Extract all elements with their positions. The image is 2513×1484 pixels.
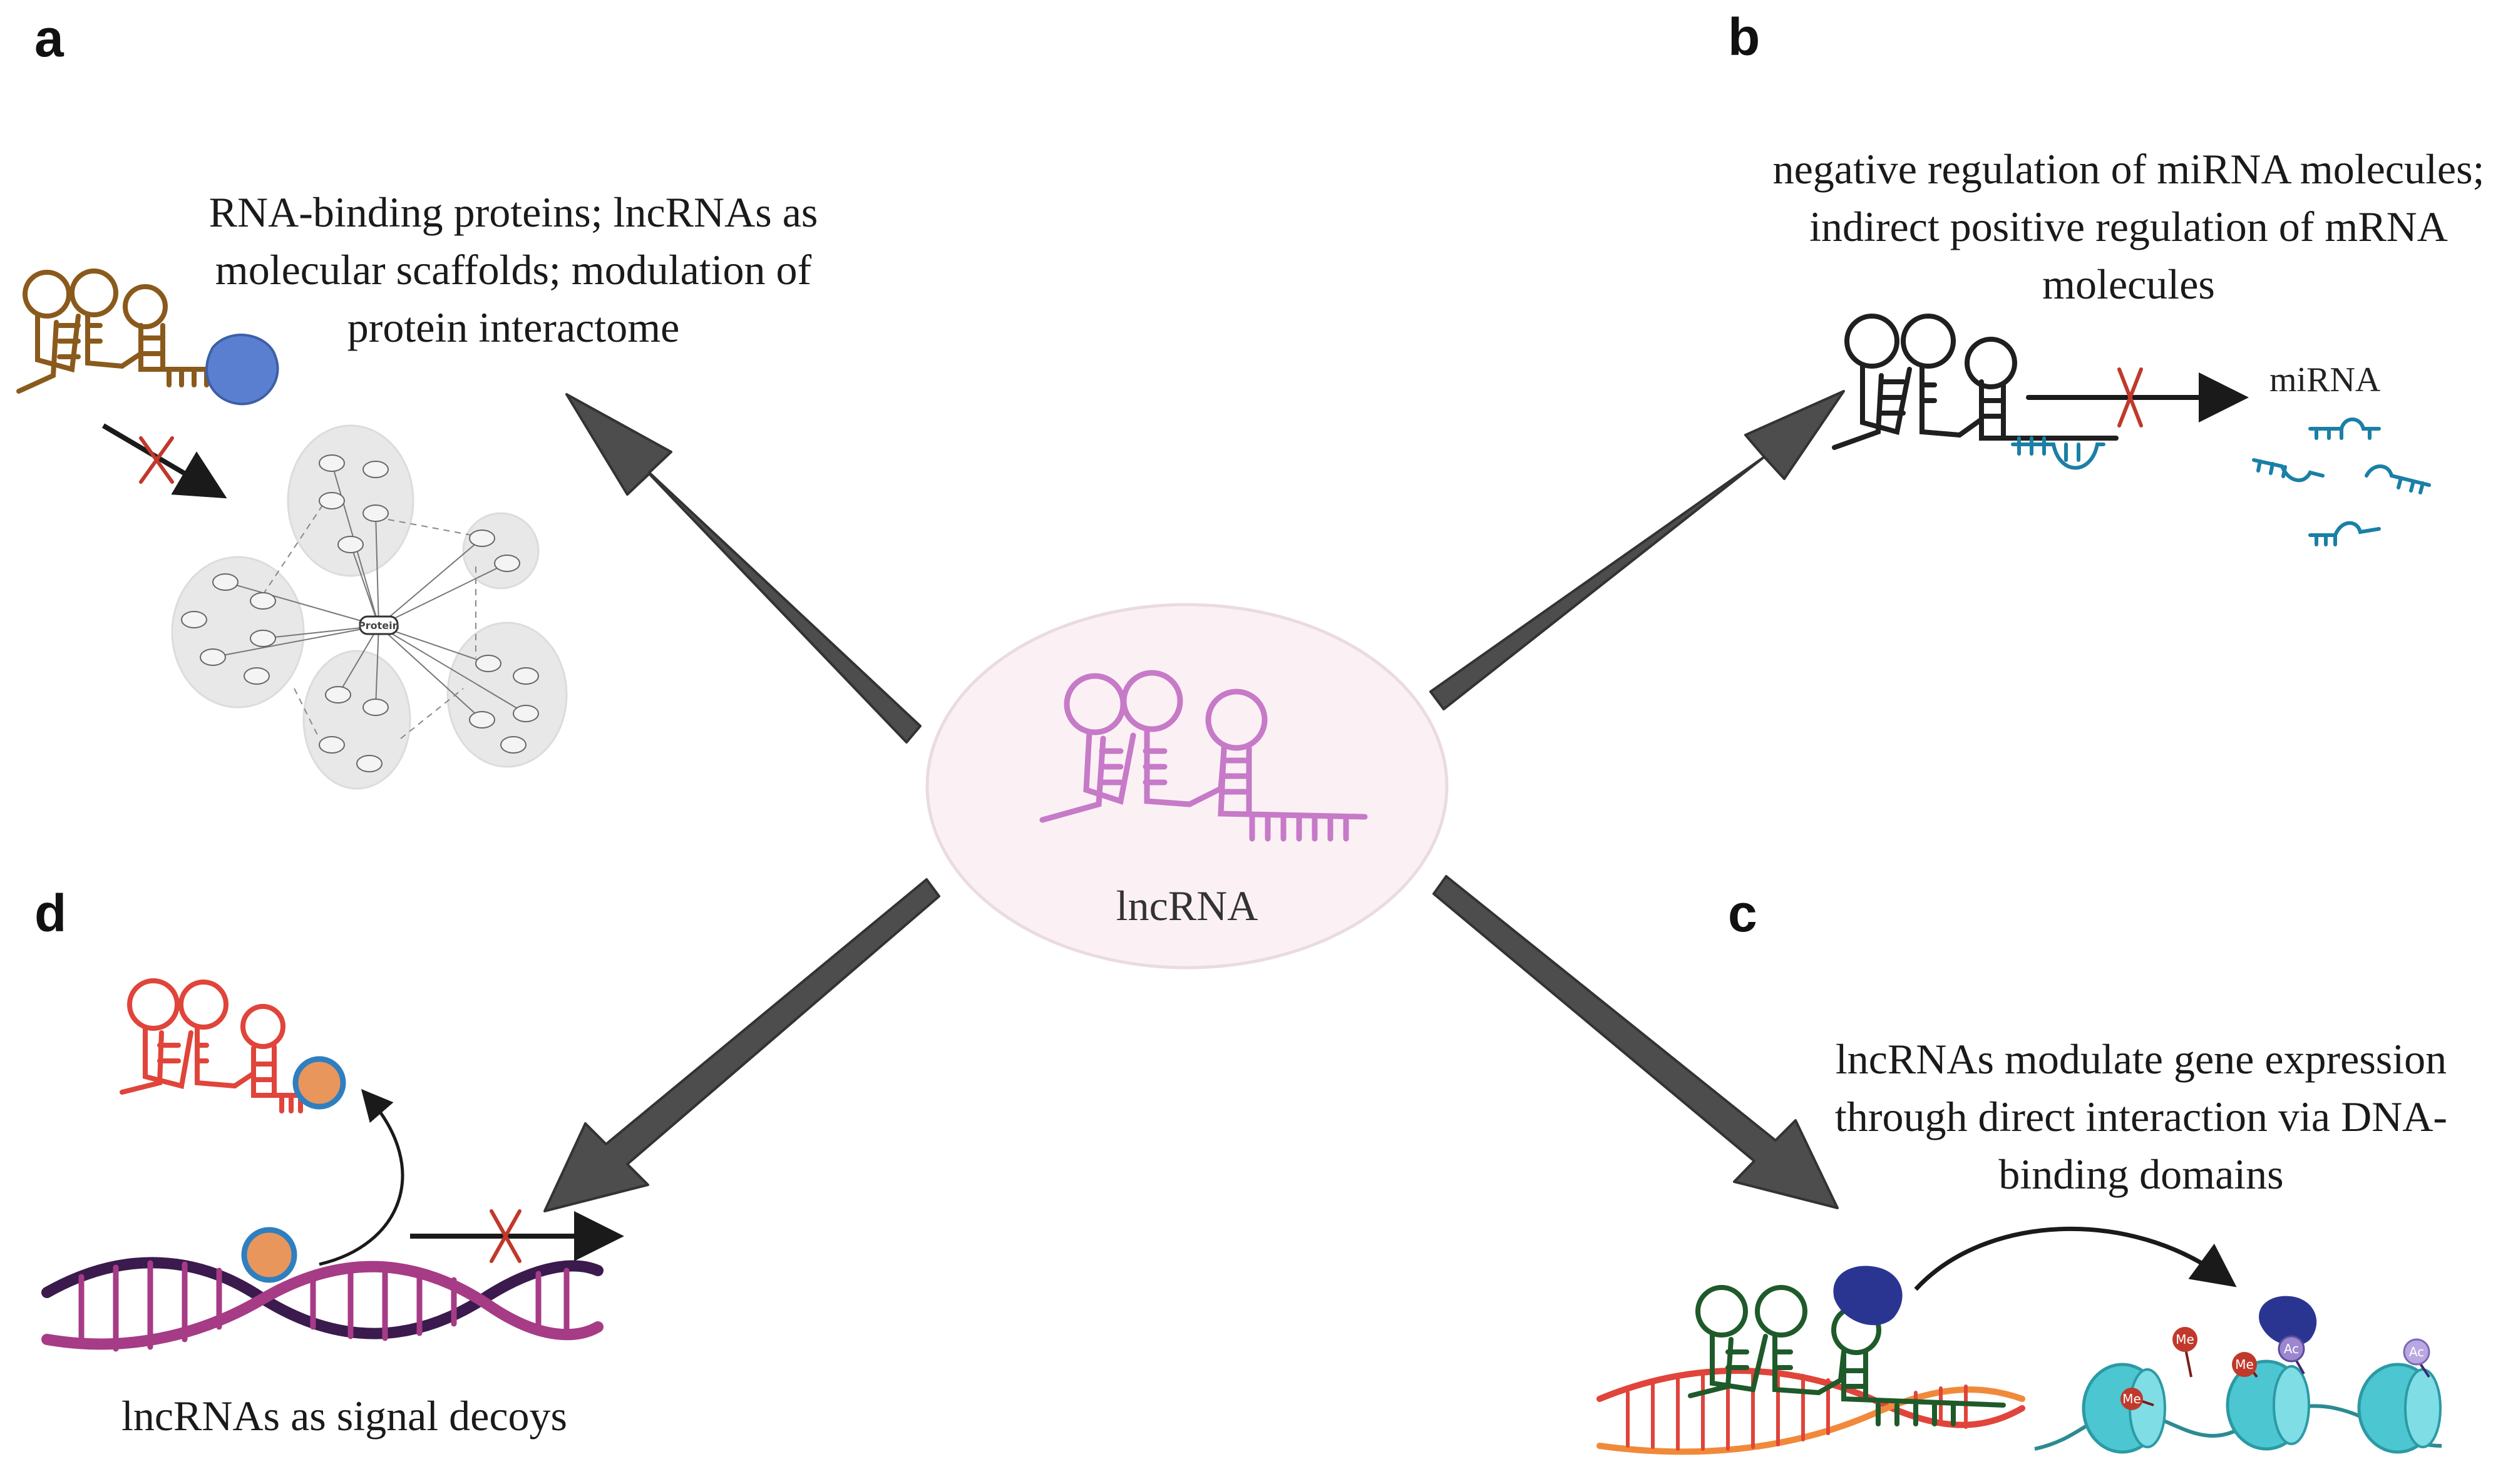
nucleosome-3 — [2357, 1363, 2442, 1454]
protein-blob-icon — [205, 334, 279, 406]
panel-b: b negative regulation of miRNA molecules… — [1728, 8, 2485, 546]
inhibit-x-d-icon — [490, 1209, 522, 1263]
bound-mirna — [2011, 436, 2105, 470]
panel-d-inhibited-arrow — [410, 1209, 624, 1263]
caption-a-line1: RNA-binding proteins; lncRNAs as — [209, 188, 818, 236]
caption-b-line1: negative regulation of miRNA molecules; — [1773, 145, 2485, 193]
panel-d-release-arrow — [319, 1088, 404, 1266]
inhibit-x-icon — [139, 436, 174, 484]
center-ellipse — [925, 603, 1449, 970]
panel-d-lncrna-icon — [120, 978, 303, 1113]
svg-text:Me: Me — [2176, 1332, 2194, 1347]
free-mirnas — [2252, 417, 2431, 546]
panel-d-dna — [41, 1257, 604, 1352]
arrow-to-c — [1432, 875, 1839, 1209]
blue-protein-target-icon — [2259, 1296, 2317, 1346]
svg-text:Ac: Ac — [2409, 1344, 2424, 1359]
caption-c-line1: lncRNAs modulate gene expression — [1836, 1035, 2447, 1083]
panel-letter-a: a — [34, 9, 64, 68]
chromatin: Me Me Me Ac Ac — [2034, 1296, 2442, 1454]
nucleosome-2 — [2226, 1359, 2310, 1451]
caption-c-line3: binding domains — [1998, 1150, 2283, 1198]
decoy-ball-on-dna — [241, 1227, 297, 1283]
caption-d: lncRNAs as signal decoys — [121, 1392, 567, 1440]
arrow-to-d — [543, 878, 940, 1212]
caption-b-line3: molecules — [2042, 260, 2215, 308]
panel-letter-b: b — [1728, 8, 1760, 66]
big-arrows — [543, 390, 1845, 1212]
protein-network: Protein — [171, 424, 568, 790]
center-lncrna: lncRNA — [925, 603, 1449, 970]
panel-letter-d: d — [34, 884, 66, 943]
panel-a-inhibited-arrow — [101, 423, 227, 499]
nucleosome-1 — [2082, 1363, 2166, 1454]
caption-c-line2: through direct interaction via DNA- — [1835, 1093, 2447, 1140]
caption-a-line3: protein interactome — [347, 304, 680, 351]
center-label: lncRNA — [1116, 882, 1258, 929]
arrow-to-b — [1429, 390, 1845, 710]
methyl-mark-3: Me — [2232, 1352, 2258, 1378]
panel-c: c lncRNAs modulate gene expression throu… — [1596, 884, 2447, 1455]
svg-text:Ac: Ac — [2284, 1341, 2299, 1356]
svg-text:Me: Me — [2122, 1391, 2141, 1406]
decoy-ball-bound — [292, 1056, 346, 1110]
panel-d: d lncRNAs as signal decoys — [34, 884, 624, 1440]
caption-a-line2: molecular scaffolds; modulation of — [215, 246, 812, 294]
inhibit-x-b-icon — [2117, 367, 2143, 427]
blue-protein-icon — [1833, 1266, 1903, 1326]
acetyl-mark-1: Ac — [2278, 1335, 2305, 1374]
panel-c-dna — [1596, 1368, 2025, 1455]
svg-text:Me: Me — [2235, 1357, 2254, 1372]
network-hub — [359, 615, 399, 635]
panel-a-lncrna-icon — [16, 269, 240, 394]
panel-a: a RNA-binding proteins; lncRNAs as molec… — [16, 9, 818, 790]
mirna-label: miRNA — [2269, 361, 2381, 399]
acetyl-mark-2: Ac — [2403, 1338, 2430, 1378]
panel-c-curved-arrow — [1914, 1226, 2237, 1291]
panel-letter-c: c — [1728, 884, 1757, 943]
caption-b-line2: indirect positive regulation of mRNA — [1809, 203, 2448, 250]
network-hub-label: Protein — [358, 620, 399, 632]
methyl-mark-1: Me — [2172, 1327, 2197, 1378]
panel-b-lncrna-icon — [1832, 314, 2249, 450]
methyl-mark-2: Me — [2120, 1388, 2154, 1410]
center-lncrna-icon — [1039, 670, 1368, 842]
arrow-to-a — [565, 393, 922, 744]
